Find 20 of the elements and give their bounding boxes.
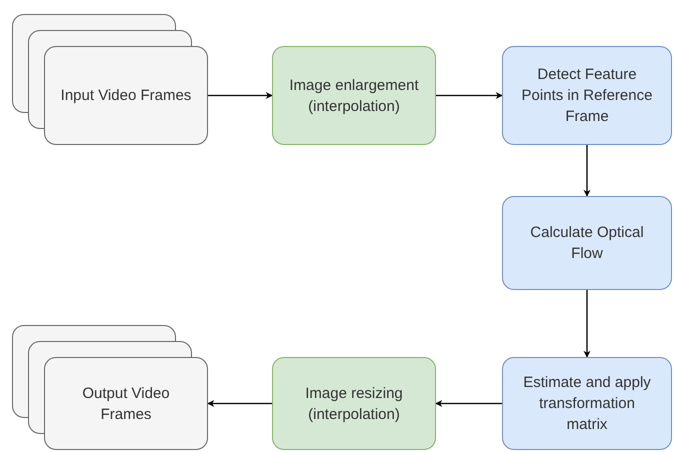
node-label: Image enlargement (interpolation) xyxy=(288,76,420,116)
process-box xyxy=(502,357,672,450)
arrow xyxy=(584,290,590,358)
process-box xyxy=(272,46,436,145)
node-label: Output Video Frames xyxy=(81,384,171,424)
arrow xyxy=(436,92,503,99)
arrow xyxy=(208,92,273,99)
arrow xyxy=(435,400,502,407)
arrow xyxy=(584,145,590,197)
node-label: Input Video Frames xyxy=(60,86,192,106)
node-label: Calculate Optical Flow xyxy=(529,223,645,264)
node-label: Detect Feature Points in Reference Frame xyxy=(520,65,654,127)
node-label: Image resizing (interpolation) xyxy=(304,384,404,424)
process-box xyxy=(272,357,436,450)
node-label: Estimate and apply transformation matrix xyxy=(522,373,652,435)
process-box xyxy=(502,46,672,145)
arrow xyxy=(207,400,272,407)
frame-card xyxy=(44,46,208,145)
process-box xyxy=(502,196,672,290)
frame-card xyxy=(44,357,208,450)
